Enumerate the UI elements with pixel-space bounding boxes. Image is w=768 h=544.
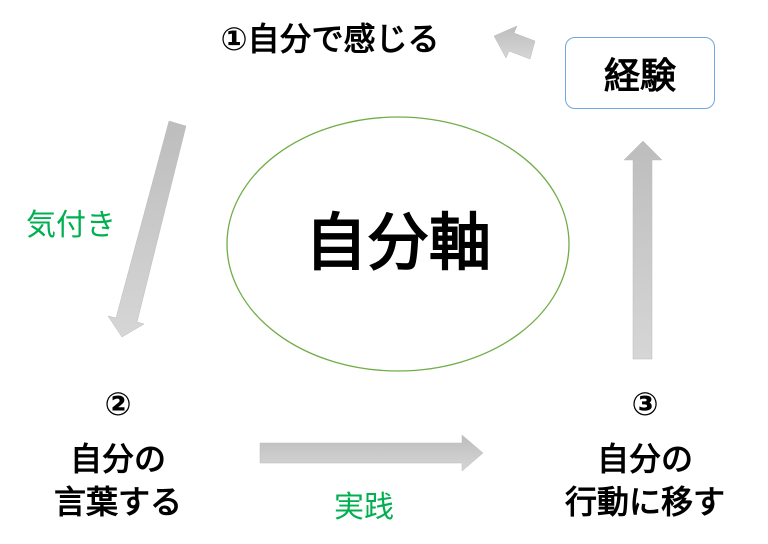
experience-box: 経験 <box>565 37 715 109</box>
step3-line1: 自分の <box>596 440 693 478</box>
center-label: 自分軸 <box>304 206 491 279</box>
arrow-step1-to-step2 <box>107 120 187 338</box>
arrow-step2-to-step3 <box>259 434 484 472</box>
step2-line1: 自分の <box>69 440 166 478</box>
step1-title: ①自分で感じる <box>220 20 440 58</box>
step3-line2: 行動に移す <box>564 483 725 521</box>
step3-number: ③ <box>631 385 659 423</box>
awareness-label: 気付き <box>26 208 116 243</box>
practice-label: 実践 <box>334 490 394 525</box>
step2-number: ② <box>104 385 132 423</box>
step2-line2: 言葉する <box>53 483 182 521</box>
center-circle <box>226 116 570 372</box>
arrow-step3-to-experience <box>623 140 663 360</box>
arrow-to-step1 <box>493 25 536 60</box>
